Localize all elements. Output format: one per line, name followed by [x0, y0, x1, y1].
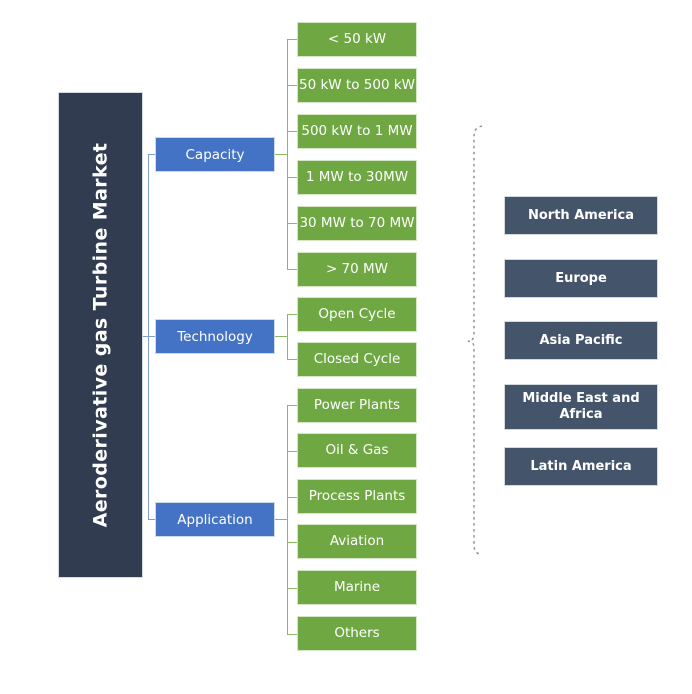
leaf-box-capacity-5[interactable]: 30 MW to 70 MW: [297, 206, 417, 241]
region-label-middle-east-and-africa: Middle East and Africa: [522, 391, 640, 422]
leaf-box-capacity-4[interactable]: 1 MW to 30MW: [297, 160, 417, 195]
market-title-block: Aeroderivative gas Turbine Market: [58, 92, 143, 578]
leaf-label-capacity-6: > 70 MW: [325, 260, 389, 277]
leaf-label-capacity-2: 50 kW to 500 kW: [299, 76, 415, 93]
category-box-technology[interactable]: Technology: [155, 319, 275, 354]
application-leaf-connector-3: [287, 497, 297, 498]
leaf-label-application-2: Oil & Gas: [325, 441, 389, 458]
capacity-leaf-connector-3: [287, 131, 297, 132]
leaf-label-capacity-5: 30 MW to 70 MW: [299, 214, 415, 231]
leaf-box-application-1[interactable]: Power Plants: [297, 388, 417, 423]
region-label-latin-america: Latin America: [530, 458, 632, 474]
region-label-asia-pacific: Asia Pacific: [539, 332, 623, 348]
application-leaf-connector-5: [287, 588, 297, 589]
category-box-capacity[interactable]: Capacity: [155, 137, 275, 172]
technology-leaf-connector-1: [287, 314, 297, 315]
leaf-box-capacity-2[interactable]: 50 kW to 500 kW: [297, 68, 417, 103]
application-leaf-connector-2: [287, 451, 297, 452]
leaf-label-application-3: Process Plants: [308, 487, 406, 504]
capacity-spine-connector: [287, 39, 288, 270]
region-curly-brace-icon: [467, 125, 483, 556]
leaf-box-application-2[interactable]: Oil & Gas: [297, 433, 417, 468]
category-label-application: Application: [177, 511, 253, 528]
leaf-box-application-3[interactable]: Process Plants: [297, 479, 417, 514]
leaf-label-application-6: Others: [334, 624, 380, 641]
region-box-asia-pacific[interactable]: Asia Pacific: [504, 321, 658, 360]
leaf-label-capacity-4: 1 MW to 30MW: [305, 168, 409, 185]
region-box-latin-america[interactable]: Latin America: [504, 447, 658, 486]
leaf-label-technology-2: Closed Cycle: [313, 350, 401, 367]
application-leaf-connector-1: [287, 405, 297, 406]
capacity-leaf-connector-1: [287, 39, 297, 40]
category-box-application[interactable]: Application: [155, 502, 275, 537]
leaf-label-application-4: Aviation: [329, 532, 385, 549]
leaf-box-application-5[interactable]: Marine: [297, 570, 417, 605]
trunk-to-capacity-connector: [148, 154, 156, 155]
market-title-text: Aeroderivative gas Turbine Market: [89, 142, 112, 528]
leaf-label-application-1: Power Plants: [313, 396, 401, 413]
capacity-leaf-connector-4: [287, 177, 297, 178]
capacity-leaf-connector-5: [287, 223, 297, 224]
leaf-label-technology-1: Open Cycle: [318, 305, 396, 322]
region-box-north-america[interactable]: North America: [504, 196, 658, 235]
leaf-box-application-4[interactable]: Aviation: [297, 524, 417, 559]
leaf-box-application-6[interactable]: Others: [297, 616, 417, 651]
application-leaf-connector-6: [287, 634, 297, 635]
trunk-to-technology-connector: [148, 336, 156, 337]
leaf-box-capacity-1[interactable]: < 50 kW: [297, 22, 417, 57]
category-label-capacity: Capacity: [185, 146, 245, 163]
application-leaf-connector-4: [287, 542, 297, 543]
leaf-box-capacity-6[interactable]: > 70 MW: [297, 252, 417, 287]
technology-leaf-connector-2: [287, 359, 297, 360]
application-spine-connector: [287, 405, 288, 634]
leaf-label-application-5: Marine: [333, 578, 381, 595]
leaf-label-capacity-3: 500 kW to 1 MW: [301, 122, 413, 139]
capacity-leaf-connector-2: [287, 85, 297, 86]
leaf-box-capacity-3[interactable]: 500 kW to 1 MW: [297, 114, 417, 149]
leaf-label-capacity-1: < 50 kW: [327, 30, 387, 47]
region-box-europe[interactable]: Europe: [504, 259, 658, 298]
trunk-to-application-connector: [148, 519, 156, 520]
region-label-north-america: North America: [528, 207, 634, 223]
leaf-box-technology-1[interactable]: Open Cycle: [297, 297, 417, 332]
application-stem-connector: [275, 519, 287, 520]
category-label-technology: Technology: [177, 328, 253, 345]
capacity-leaf-connector-6: [287, 269, 297, 270]
technology-spine-connector: [287, 314, 288, 359]
technology-stem-connector: [275, 336, 287, 337]
leaf-box-technology-2[interactable]: Closed Cycle: [297, 342, 417, 377]
region-label-europe: Europe: [555, 270, 607, 286]
region-box-middle-east-and-africa[interactable]: Middle East and Africa: [504, 384, 658, 430]
capacity-stem-connector: [275, 154, 287, 155]
